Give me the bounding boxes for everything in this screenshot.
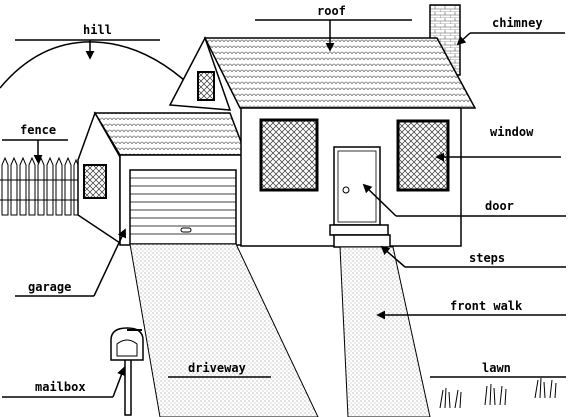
door-label: door bbox=[485, 199, 514, 213]
lawn-label: lawn bbox=[482, 361, 511, 375]
right-window bbox=[396, 119, 450, 192]
chimney-label: chimney bbox=[492, 16, 543, 30]
garage-label: garage bbox=[28, 280, 71, 294]
chimney-pointer bbox=[456, 32, 471, 46]
window-label: window bbox=[490, 125, 534, 139]
steps-label: steps bbox=[469, 251, 505, 265]
lawn-grass bbox=[439, 377, 557, 409]
front-walk-shape bbox=[339, 246, 431, 417]
front-steps bbox=[329, 224, 391, 248]
front-walk-label: front walk bbox=[450, 299, 523, 313]
hill-label: hill bbox=[83, 23, 112, 37]
door-pointer bbox=[362, 183, 397, 217]
garage-door bbox=[129, 169, 237, 245]
left-window bbox=[259, 118, 319, 192]
driveway-label: driveway bbox=[188, 361, 246, 375]
front-door bbox=[333, 146, 381, 226]
fence bbox=[0, 156, 79, 216]
roof-label: roof bbox=[317, 4, 346, 18]
driveway-shape bbox=[129, 243, 319, 417]
hill-shape bbox=[0, 41, 201, 96]
fence-label: fence bbox=[20, 123, 56, 137]
garage bbox=[77, 111, 248, 246]
mailbox bbox=[110, 327, 144, 416]
garage-pointer bbox=[93, 228, 127, 297]
house bbox=[168, 36, 477, 248]
mailbox-label: mailbox bbox=[35, 380, 86, 394]
steps-pointer bbox=[380, 245, 406, 268]
mailbox-pointer bbox=[112, 366, 126, 398]
